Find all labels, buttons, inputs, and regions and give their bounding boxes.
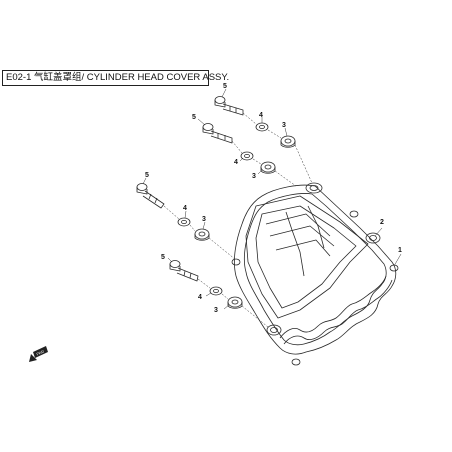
- callout-3-lower-middle: 3: [202, 216, 206, 230]
- callout-3-top: 3: [282, 122, 288, 137]
- callout-4-bottom: 4: [198, 292, 212, 301]
- diagram-title: E02-1 气缸盖罩组/ CYLINDER HEAD COVER ASSY.: [2, 70, 229, 86]
- flange-bolt: [214, 96, 244, 116]
- rubber-grommet: [194, 228, 210, 241]
- svg-text:5: 5: [161, 254, 165, 261]
- svg-text:2: 2: [380, 219, 384, 226]
- svg-text:FWD: FWD: [36, 349, 45, 356]
- svg-text:1: 1: [398, 247, 402, 254]
- bolt-set-top: [214, 96, 313, 184]
- svg-text:3: 3: [202, 216, 206, 223]
- bolt-set-bottom: [169, 260, 269, 328]
- svg-text:3: 3: [252, 173, 256, 180]
- svg-text:5: 5: [192, 114, 196, 121]
- svg-text:4: 4: [183, 205, 187, 212]
- washer: [209, 286, 223, 296]
- svg-text:3: 3: [282, 122, 286, 129]
- rubber-grommet: [280, 135, 296, 148]
- front-direction-badge: FWD: [29, 346, 48, 362]
- rubber-grommet: [227, 296, 243, 309]
- svg-text:4: 4: [234, 159, 238, 166]
- bolt-set-lower-middle: [136, 183, 237, 261]
- callout-4-lower-middle: 4: [183, 205, 187, 219]
- callout-4-top: 4: [259, 112, 263, 123]
- flange-bolt: [202, 123, 233, 144]
- svg-text:5: 5: [145, 172, 149, 179]
- callout-2: 2: [374, 219, 384, 237]
- callout-5-bottom: 5: [161, 254, 173, 263]
- svg-text:3: 3: [214, 307, 218, 314]
- svg-text:4: 4: [259, 112, 263, 119]
- flange-bolt: [136, 183, 165, 209]
- callout-3-upper-middle: 3: [252, 169, 263, 180]
- callout-5-lower-middle: 5: [142, 172, 149, 185]
- washer: [177, 217, 191, 227]
- callout-4-upper-middle: 4: [234, 157, 244, 166]
- callout-5-upper-middle: 5: [192, 114, 206, 126]
- svg-text:4: 4: [198, 294, 202, 301]
- rubber-grommet: [260, 161, 276, 174]
- bolt-set-upper-middle: [202, 123, 297, 187]
- cylinder-head-cover: [231, 182, 399, 366]
- callout-5-top: 5: [221, 83, 227, 98]
- callout-3-bottom: 3: [214, 304, 230, 314]
- flange-bolt: [169, 260, 199, 282]
- svg-text:5: 5: [223, 83, 227, 90]
- washer: [255, 122, 269, 132]
- washer: [240, 151, 254, 161]
- callout-1: 1: [393, 247, 402, 267]
